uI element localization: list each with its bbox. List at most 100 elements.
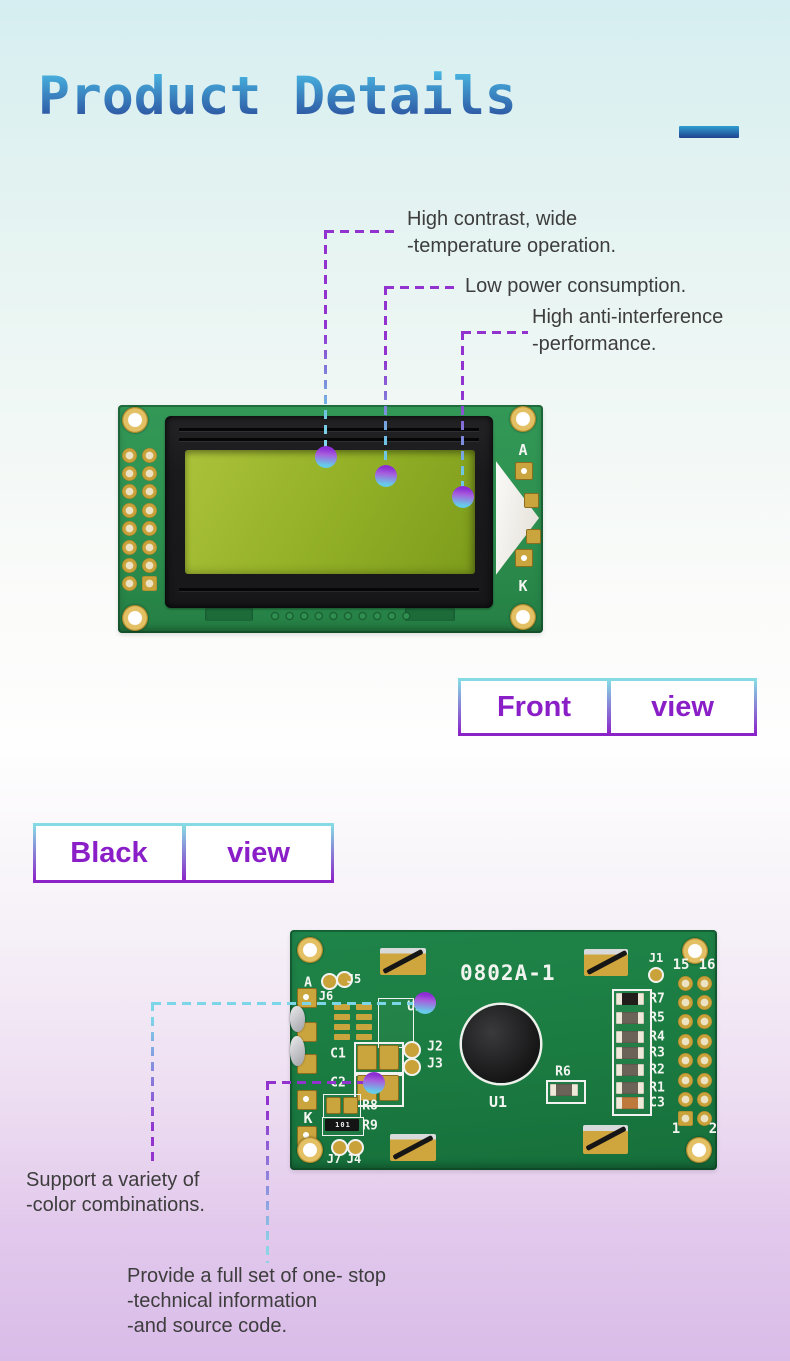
silkscreen-label: K [518, 577, 528, 595]
u2-pad [334, 1024, 350, 1030]
tape-mark [584, 949, 628, 976]
annotation-line: -temperature operation. [407, 235, 617, 257]
tape-mark [390, 1134, 436, 1161]
leader-line [324, 230, 327, 448]
pin-hole [677, 975, 693, 991]
pin-hole [121, 484, 137, 500]
front-view-label-left: Front [458, 678, 610, 736]
pin-hole [121, 539, 137, 555]
silkscreen-label: R1 [649, 1080, 665, 1096]
silkscreen-label: 2 [708, 1121, 718, 1137]
lcd-screen [185, 450, 475, 574]
pin-hole [141, 521, 157, 537]
u2-pad [334, 1034, 350, 1040]
silkscreen-label: R2 [649, 1062, 665, 1078]
silkscreen-label: R9 [362, 1118, 378, 1134]
annotation-line: -performance. [532, 333, 657, 355]
silkscreen-label: K [303, 1109, 313, 1127]
leader-line [266, 1081, 269, 1263]
annotation-line: -and source code. [127, 1315, 288, 1337]
resistor-r7 [616, 993, 644, 1005]
title-dash-decoration [679, 126, 739, 138]
pin-hole [677, 994, 693, 1010]
j4-hole [347, 1139, 364, 1156]
pin-hole [696, 1072, 712, 1088]
silkscreen-label: R5 [649, 1010, 665, 1026]
mounting-hole [682, 938, 708, 964]
pin-hole [141, 576, 157, 592]
j2-hole [403, 1041, 421, 1059]
annotation-anti-interference: High anti-interference -performance. [532, 304, 723, 358]
silkscreen-label: J3 [427, 1056, 443, 1072]
pin-hole [677, 1091, 693, 1107]
cathode-pad [515, 549, 533, 567]
pcb-slot [205, 608, 253, 621]
pin-hole [121, 465, 137, 481]
annotation-one-stop-support: Provide a full set of one- stop -technic… [127, 1264, 386, 1339]
pin-hole [677, 1111, 693, 1127]
resistor-r6-body [550, 1084, 578, 1096]
tape-mark [583, 1125, 628, 1154]
j3-hole [403, 1058, 421, 1076]
leader-line [384, 286, 387, 467]
anode-pad [515, 462, 533, 480]
annotation-line: -color combinations. [26, 1194, 205, 1216]
silkscreen-label: J4 [346, 1152, 362, 1166]
cob-chip-u1 [462, 1005, 540, 1083]
u2-pad [334, 1014, 350, 1020]
annotation-line: High anti-interference [532, 306, 724, 328]
pin-hole [677, 1072, 693, 1088]
mounting-hole [122, 407, 148, 433]
callout-dot [452, 486, 474, 508]
annotation-line: Provide a full set of one- stop [127, 1265, 387, 1287]
leader-line [461, 331, 464, 488]
silkscreen-label: 16 [698, 957, 716, 973]
silkscreen-label: R3 [649, 1045, 665, 1061]
tape-mark [380, 948, 426, 975]
callout-dot [375, 465, 397, 487]
u2-pad [356, 1014, 372, 1020]
annotation-line: Support a variety of [26, 1169, 200, 1191]
silkscreen-label: A [518, 441, 528, 459]
callout-dot [363, 1072, 385, 1094]
mounting-hole [686, 1137, 712, 1163]
pin-hole [141, 484, 157, 500]
pin-hole [696, 975, 712, 991]
leader-line [385, 286, 456, 289]
pin-hole [696, 1033, 712, 1049]
front-view-label-right: view [608, 678, 757, 736]
silkscreen-label: C3 [649, 1095, 665, 1111]
bezel-groove [179, 428, 479, 431]
leader-line [462, 331, 528, 334]
solder-pad [526, 529, 541, 544]
solder-blob [290, 1006, 305, 1032]
pin-hole [141, 465, 157, 481]
annotation-low-power: Low power consumption. [465, 273, 686, 300]
annotation-line: Low power consumption. [465, 275, 687, 297]
page-title: Product Details [38, 66, 517, 127]
mounting-hole [297, 1137, 323, 1163]
resistor-r4 [616, 1031, 644, 1043]
solder-blob [290, 1036, 305, 1066]
pin-hole [696, 994, 712, 1010]
resistor-array-outline [612, 989, 652, 1116]
pin-hole [696, 1053, 712, 1069]
resistor-r1 [616, 1082, 644, 1094]
pin-hole [696, 1014, 712, 1030]
pin-hole [677, 1033, 693, 1049]
c1-pad [379, 1045, 399, 1070]
silkscreen-label: J7 [326, 1152, 342, 1166]
callout-dot [414, 992, 436, 1014]
silkscreen-label: 101 [335, 1121, 351, 1129]
edge-pad [297, 1090, 317, 1110]
pin-hole [121, 521, 137, 537]
back-view-label-left: Black [33, 823, 185, 883]
annotation-color-combinations: Support a variety of -color combinations… [26, 1168, 205, 1218]
annotation-line: High contrast, wide [407, 208, 578, 230]
resistor-r5 [616, 1012, 644, 1024]
r8-pad [326, 1097, 341, 1114]
pin-hole [677, 1053, 693, 1069]
pin-hole [696, 1091, 712, 1107]
